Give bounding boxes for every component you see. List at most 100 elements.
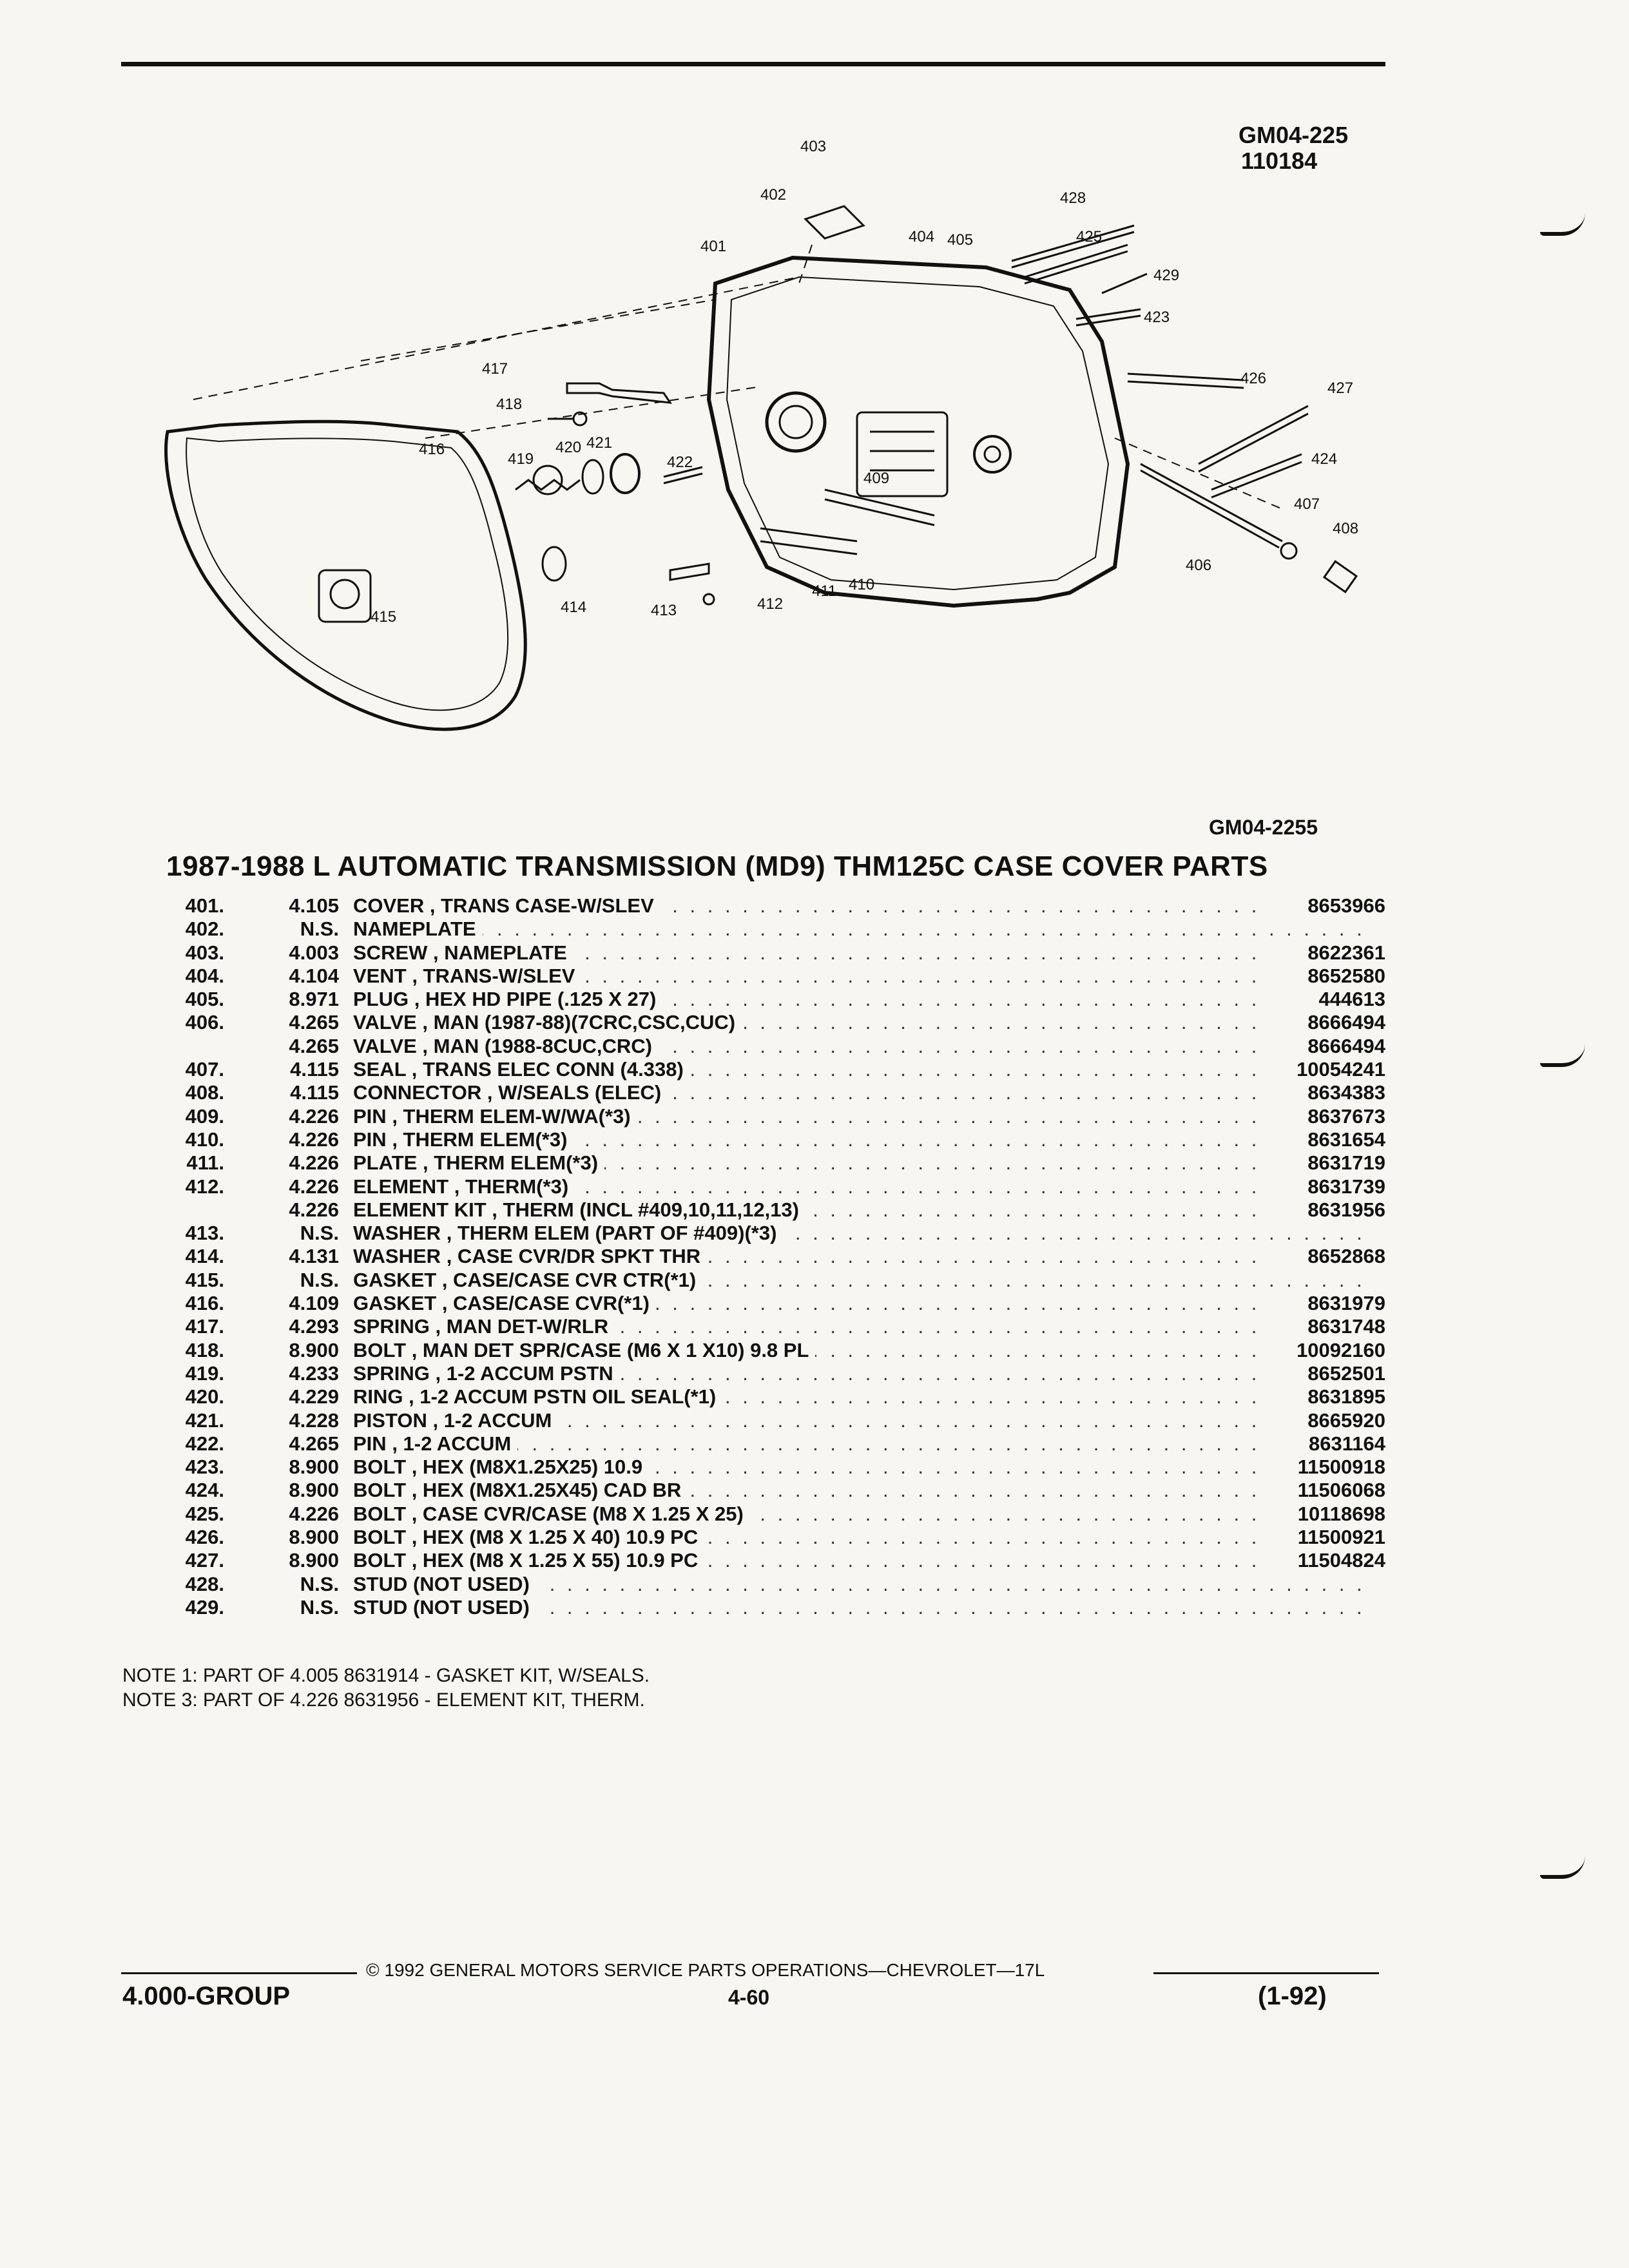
ref-number: 412. — [185, 1175, 224, 1198]
ref-number: 425. — [185, 1502, 224, 1525]
part-description: . . . . . . . . . . . . . . . . . . . . … — [339, 1338, 1362, 1362]
group-number: N.S. — [300, 918, 339, 941]
part-description: . . . . . . . . . . . . . . . . . . . . … — [339, 1361, 1362, 1385]
part-name: PIN — [353, 1432, 387, 1455]
part-description: . . . . . . . . . . . . . . . . . . . . … — [339, 1526, 1362, 1549]
part-desc: , HEX HD PIPE (.125 X 27) — [414, 988, 657, 1011]
ref-number: 401. — [185, 894, 224, 917]
part-number: 8631739 — [1257, 1175, 1385, 1198]
part-name: WASHER — [353, 1222, 441, 1245]
part-description: . . . . . . . . . . . . . . . . . . . . … — [339, 1315, 1362, 1338]
part-desc: , CASE/CASE CVR CTR(*1) — [441, 1268, 697, 1291]
parts-row: 412.4.226 . . . . . . . . . . . . . . . … — [129, 1175, 1385, 1198]
ref-number: 406. — [185, 1011, 224, 1034]
group-number: 4.228 — [289, 1408, 339, 1432]
part-number: 8637673 — [1257, 1104, 1385, 1128]
group-number: N.S. — [300, 1595, 339, 1619]
group-number: 4.265 — [289, 1034, 339, 1057]
part-number: 8634383 — [1257, 1081, 1385, 1105]
part-name: CONNECTOR — [353, 1081, 482, 1104]
part-desc: , NAMEPLATE — [433, 941, 567, 964]
group-number: 8.971 — [289, 988, 339, 1011]
part-description: . . . . . . . . . . . . . . . . . . . . … — [339, 941, 1362, 965]
part-desc: , THERM(*3) — [454, 1175, 569, 1198]
part-desc: , HEX (M8X1.25X25) 10.9 — [411, 1456, 643, 1479]
part-name: BOLT — [353, 1338, 407, 1361]
group-number: 4.226 — [289, 1502, 339, 1525]
part-desc: , MAN DET SPR/CASE (M6 X 1 X10) 9.8 PL — [411, 1338, 809, 1361]
svg-text:413: 413 — [651, 602, 677, 619]
part-name: GASKET — [353, 1292, 437, 1315]
part-number: 8622361 — [1257, 941, 1385, 965]
group-number: 4.265 — [289, 1432, 339, 1455]
parts-row: 422.4.265 . . . . . . . . . . . . . . . … — [129, 1432, 1385, 1456]
parts-row: 419.4.233 . . . . . . . . . . . . . . . … — [129, 1361, 1385, 1385]
svg-text:428: 428 — [1060, 189, 1086, 207]
ref-number: 416. — [185, 1292, 224, 1315]
part-name: BOLT — [353, 1526, 407, 1549]
group-number: N.S. — [300, 1268, 339, 1291]
parts-row: 401.4.105 . . . . . . . . . . . . . . . … — [129, 894, 1385, 918]
ref-number: 421. — [185, 1408, 224, 1432]
part-number: 11500921 — [1257, 1526, 1385, 1550]
part-description: . . . . . . . . . . . . . . . . . . . . … — [339, 1479, 1362, 1502]
ref-number: 403. — [185, 941, 224, 964]
part-description: . . . . . . . . . . . . . . . . . . . . … — [339, 1011, 1362, 1034]
gm-date: 110184 — [1241, 148, 1318, 174]
parts-row: 428.N.S. . . . . . . . . . . . . . . . .… — [129, 1572, 1385, 1596]
parts-row: 418.8.900 . . . . . . . . . . . . . . . … — [129, 1338, 1385, 1362]
part-name: BOLT — [353, 1502, 407, 1525]
ref-number: 419. — [185, 1361, 224, 1385]
part-number: 8631164 — [1257, 1432, 1385, 1456]
part-description: . . . . . . . . . . . . . . . . . . . . … — [339, 1245, 1362, 1268]
part-number: 11504824 — [1257, 1549, 1385, 1573]
part-name: STUD — [353, 1595, 408, 1619]
part-name: VALVE — [353, 1034, 417, 1057]
part-description: . . . . . . . . . . . . . . . . . . . . … — [339, 1081, 1362, 1104]
leader-dots: . . . . . . . . . . . . . . . . . . . . … — [339, 918, 1362, 941]
svg-text:417: 417 — [482, 360, 508, 378]
parts-list: 401.4.105 . . . . . . . . . . . . . . . … — [129, 894, 1385, 1619]
part-desc: , THERM ELEM-W/WA(*3) — [392, 1104, 631, 1128]
footer-rule-right — [1153, 1972, 1379, 1974]
part-desc: , THERM ELEM(*3) — [422, 1151, 599, 1175]
part-description: . . . . . . . . . . . . . . . . . . . . … — [339, 918, 1362, 941]
ref-number: 402. — [185, 918, 224, 941]
parts-row: 416.4.109 . . . . . . . . . . . . . . . … — [129, 1292, 1385, 1316]
svg-text:412: 412 — [757, 595, 783, 613]
part-description: . . . . . . . . . . . . . . . . . . . . … — [339, 1034, 1362, 1058]
ref-number: 404. — [185, 964, 224, 987]
part-description: . . . . . . . . . . . . . . . . . . . . … — [339, 1268, 1362, 1292]
part-description: . . . . . . . . . . . . . . . . . . . . … — [339, 1104, 1362, 1128]
part-name: BOLT — [353, 1549, 407, 1572]
part-desc: , MAN (1988-8CUC,CRC) — [422, 1034, 652, 1057]
part-description: . . . . . . . . . . . . . . . . . . . . … — [339, 1151, 1362, 1175]
copyright: © 1992 GENERAL MOTORS SERVICE PARTS OPER… — [366, 1960, 1045, 1980]
page-number: 4-60 — [728, 1986, 770, 2009]
group-number: 8.900 — [289, 1526, 339, 1549]
svg-text:421: 421 — [586, 434, 612, 452]
page-title: 1987-1988 L AUTOMATIC TRANSMISSION (MD9)… — [166, 850, 1268, 882]
note-3: NOTE 3: PART OF 4.226 8631956 - ELEMENT … — [122, 1689, 645, 1711]
group-number: 4.003 — [289, 941, 339, 964]
part-name: GASKET — [353, 1268, 437, 1291]
part-name: PIN — [353, 1104, 387, 1128]
parts-row: 415.N.S. . . . . . . . . . . . . . . . .… — [129, 1268, 1385, 1292]
ref-number: 422. — [185, 1432, 224, 1455]
svg-text:426: 426 — [1240, 370, 1266, 387]
svg-text:402: 402 — [760, 186, 786, 204]
part-desc: , W/SEALS (ELEC) — [487, 1081, 662, 1104]
ref-number: 413. — [185, 1222, 224, 1245]
ref-number: 408. — [185, 1081, 224, 1104]
svg-text:420: 420 — [555, 439, 581, 456]
part-description: . . . . . . . . . . . . . . . . . . . . … — [339, 1128, 1362, 1151]
part-desc: , TRANS CASE-W/SLEV — [429, 894, 654, 917]
parts-row: 426.8.900 . . . . . . . . . . . . . . . … — [129, 1526, 1385, 1550]
connector-408 — [1322, 560, 1358, 593]
group-number: 4.226 — [289, 1128, 339, 1151]
svg-text:425: 425 — [1076, 228, 1102, 245]
group-number: 4.265 — [289, 1011, 339, 1034]
ref-number: 414. — [185, 1245, 224, 1268]
part-description: . . . . . . . . . . . . . . . . . . . . … — [339, 1385, 1362, 1408]
ref-number: 420. — [185, 1385, 224, 1408]
